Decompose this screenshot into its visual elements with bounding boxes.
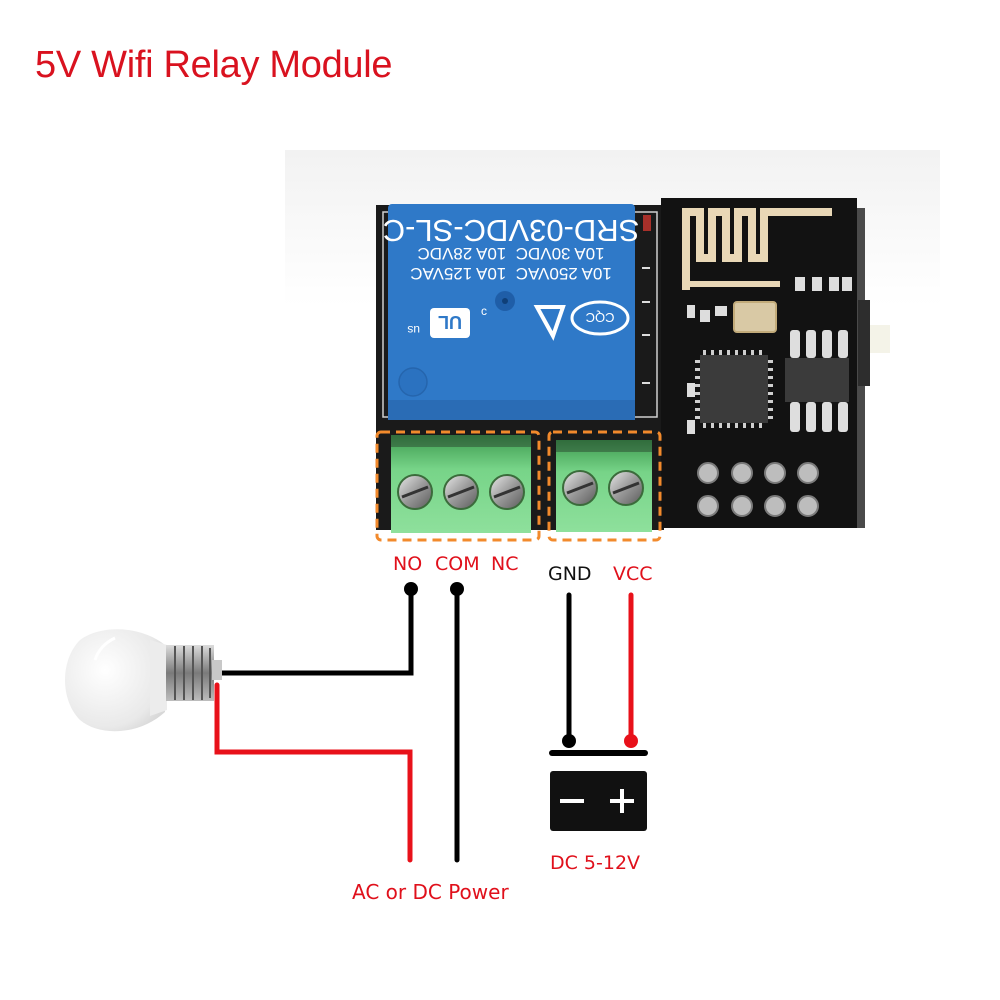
cqc-text: CQC: [586, 310, 615, 325]
bulb-base: [166, 645, 214, 701]
smd-components: [687, 277, 852, 434]
wire-gnd: [562, 592, 576, 748]
switch-lever: [870, 325, 890, 353]
svg-text:c: c: [481, 304, 487, 318]
terminal-label-vcc: VCC: [613, 563, 653, 585]
supply-label: AC or DC Power: [352, 880, 509, 904]
relay-component: SRD-03VDC-SL-C 10A 30VDC 10A 28VDC 10A 2…: [383, 204, 640, 420]
power-terminal-highlight: [547, 430, 662, 542]
terminal-screw-nc: [489, 474, 525, 510]
triangle-cert-icon: [533, 305, 566, 341]
antenna-trace-icon: [682, 208, 832, 290]
relay-dimple: [398, 367, 428, 397]
terminal-label-com: COM: [435, 553, 480, 575]
terminal-screw-com: [443, 474, 479, 510]
battery-body: [550, 771, 647, 831]
led-component: [643, 215, 651, 231]
esp01-wifi-board: [661, 198, 890, 528]
esp01-header-pins: [697, 462, 819, 517]
cqc-mark-icon: [570, 300, 630, 336]
wire-com-to-supply: [450, 582, 464, 863]
relay-body: [388, 204, 635, 420]
terminal-screw-vcc: [608, 470, 644, 506]
light-bulb-icon: [65, 629, 222, 732]
wire-no-to-bulb: [222, 582, 418, 676]
relay-terminal-highlight: [375, 430, 541, 542]
terminal-screw-no: [397, 474, 433, 510]
flash-memory-chip: [785, 330, 849, 432]
power-terminal-block: [556, 440, 652, 532]
relay-terminal-block: [391, 435, 531, 533]
relay-rating-ac: 10A 250VAC 10A 125VAC: [410, 264, 612, 283]
battery-icon: [549, 750, 648, 831]
terminal-label-no: NO: [393, 553, 423, 575]
terminal-screw-gnd: [562, 470, 598, 506]
relay-rating-dc: 10A 30VDC 10A 28VDC: [417, 244, 604, 263]
ul-mark-icon: UL us c: [407, 304, 487, 338]
page-title: 5V Wifi Relay Module: [35, 44, 393, 86]
wire-vcc: [624, 592, 638, 748]
crystal-oscillator: [733, 301, 777, 333]
silkscreen-marks: [642, 267, 650, 384]
relay-model-text: SRD-03VDC-SL-C: [383, 213, 640, 248]
side-switch: [858, 300, 870, 386]
bulb-glass: [65, 629, 165, 732]
esp8266-chip: [695, 350, 773, 428]
terminal-label-gnd: GND: [548, 563, 592, 585]
svg-text:UL: UL: [438, 312, 462, 332]
svg-text:us: us: [407, 323, 420, 337]
battery-voltage-label: DC 5-12V: [550, 852, 641, 874]
terminal-label-nc: NC: [491, 553, 519, 575]
wire-bulb-to-supply: [214, 682, 413, 863]
